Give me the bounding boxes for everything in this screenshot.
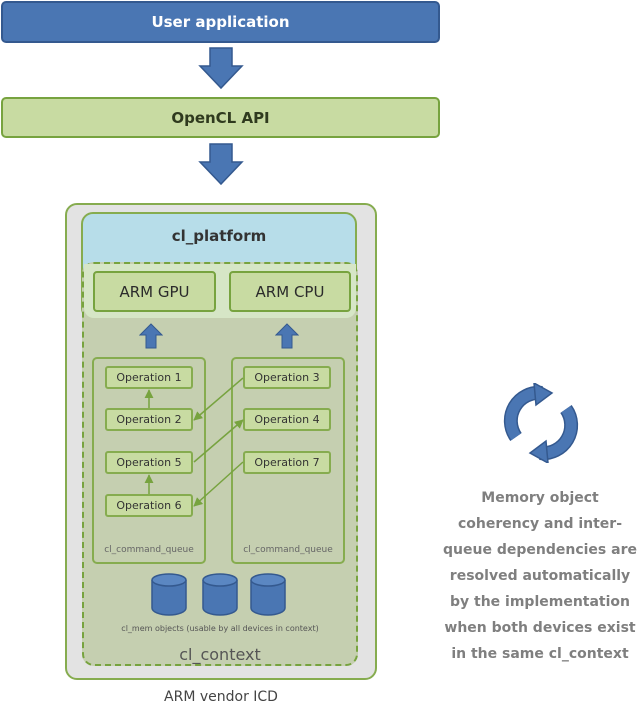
up-arrow-icon bbox=[275, 323, 299, 349]
cl-platform-label: cl_platform bbox=[171, 227, 267, 245]
operation-2-box: Operation 2 bbox=[105, 408, 193, 431]
dep-arrow bbox=[193, 377, 244, 421]
database-icon bbox=[151, 573, 187, 616]
cl-context-label: cl_context bbox=[179, 644, 261, 664]
user-application-box: User application bbox=[1, 1, 440, 43]
side-note-line: Memory object bbox=[481, 490, 599, 506]
sync-icon bbox=[503, 383, 579, 463]
operation-label: Operation 4 bbox=[254, 413, 320, 426]
operation-label: Operation 5 bbox=[116, 456, 182, 469]
operation-5-box: Operation 5 bbox=[105, 451, 193, 474]
operation-6-box: Operation 6 bbox=[105, 494, 193, 517]
operation-label: Operation 6 bbox=[116, 499, 182, 512]
down-arrow-icon bbox=[198, 47, 244, 90]
side-note-line: resolved automatically bbox=[449, 568, 631, 584]
dep-arrow bbox=[193, 419, 244, 463]
up-arrow-icon bbox=[139, 323, 163, 349]
side-note-line: by the implementation bbox=[449, 594, 631, 610]
down-arrow-icon bbox=[198, 143, 244, 186]
side-note-line: coherency and inter- bbox=[457, 516, 623, 532]
database-icon bbox=[250, 573, 286, 616]
arm-gpu-label: ARM GPU bbox=[119, 282, 190, 301]
operation-3-box: Operation 3 bbox=[243, 366, 331, 389]
operation-label: Operation 2 bbox=[116, 413, 182, 426]
opencl-api-box: OpenCL API bbox=[1, 97, 440, 138]
operation-4-box: Operation 4 bbox=[243, 408, 331, 431]
side-note-line: when both devices exist bbox=[444, 620, 636, 636]
side-note-line: queue dependencies are bbox=[443, 542, 637, 558]
side-note: Memory object coherency and inter- queue… bbox=[440, 485, 640, 667]
dep-arrow bbox=[193, 461, 244, 507]
side-note-line: in the same cl_context bbox=[451, 646, 629, 662]
opencl-api-label: OpenCL API bbox=[171, 108, 270, 127]
arm-cpu-box: ARM CPU bbox=[229, 271, 351, 312]
arm-gpu-box: ARM GPU bbox=[93, 271, 216, 312]
operation-1-box: Operation 1 bbox=[105, 366, 193, 389]
command-queue-label: cl_command_queue bbox=[104, 545, 194, 555]
memory-objects bbox=[151, 573, 286, 616]
arm-cpu-label: ARM CPU bbox=[255, 282, 325, 301]
command-queue-label: cl_command_queue bbox=[243, 545, 333, 555]
operation-label: Operation 1 bbox=[116, 371, 182, 384]
operation-7-box: Operation 7 bbox=[243, 451, 331, 474]
cl-mem-label: cl_mem objects (usable by all devices in… bbox=[121, 623, 319, 633]
operation-label: Operation 7 bbox=[254, 456, 320, 469]
database-icon bbox=[202, 573, 238, 616]
arm-vendor-icd-label: ARM vendor ICD bbox=[164, 689, 278, 705]
operation-label: Operation 3 bbox=[254, 371, 320, 384]
user-application-label: User application bbox=[151, 13, 290, 31]
